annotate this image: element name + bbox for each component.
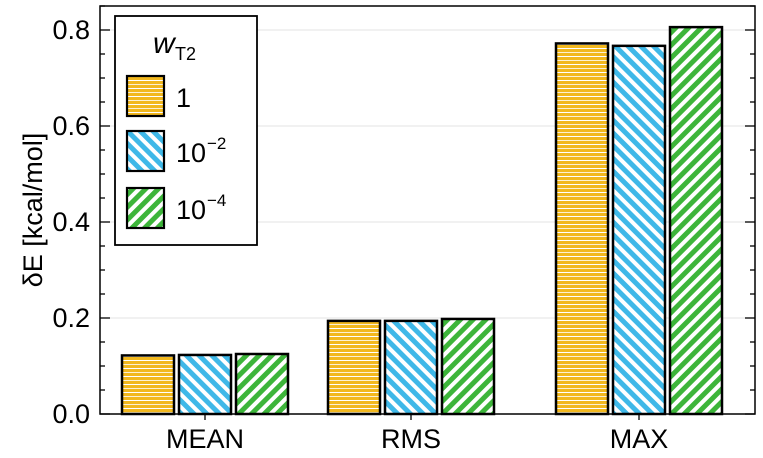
x-tick-label: MEAN bbox=[166, 424, 244, 454]
bar-rms-series-1 bbox=[326, 319, 382, 416]
y-tick-label: 0.4 bbox=[52, 207, 90, 237]
legend-label-1: 1 bbox=[176, 83, 191, 113]
x-tick-label: MAX bbox=[610, 424, 669, 454]
legend-title: w bbox=[153, 27, 177, 60]
y-tick-label: 0.8 bbox=[52, 15, 90, 45]
bar-max-series-2 bbox=[611, 44, 667, 416]
x-tick-label: RMS bbox=[381, 424, 441, 454]
y-tick-label: 0.0 bbox=[52, 399, 90, 429]
bar-mean-series-1 bbox=[120, 354, 176, 416]
bar-rms-series-2 bbox=[383, 319, 439, 416]
y-tick-label: 0.2 bbox=[52, 303, 90, 333]
legend-label-2: 10 bbox=[176, 138, 206, 168]
bar-mean-series-3 bbox=[234, 352, 290, 416]
legend-swatch-3 bbox=[125, 186, 166, 230]
legend-label-exponent-3: −4 bbox=[207, 191, 226, 210]
axes bbox=[99, 5, 756, 420]
bar-mean-series-2 bbox=[177, 353, 233, 416]
bar-max-series-1 bbox=[554, 42, 610, 416]
legend-label-exponent-2: −2 bbox=[207, 134, 226, 153]
legend-label-3: 10 bbox=[176, 195, 206, 225]
legend-swatch-1 bbox=[125, 74, 166, 118]
legend-swatch-2 bbox=[125, 129, 166, 173]
plot-frame bbox=[99, 5, 756, 415]
y-axis-label: δE [kcal/mol] bbox=[18, 133, 48, 288]
bar-max-series-3 bbox=[668, 25, 724, 416]
legend-title-subscript: T2 bbox=[175, 44, 196, 64]
y-tick-label: 0.6 bbox=[52, 111, 90, 141]
bar-rms-series-3 bbox=[440, 317, 496, 416]
bars bbox=[120, 25, 724, 416]
